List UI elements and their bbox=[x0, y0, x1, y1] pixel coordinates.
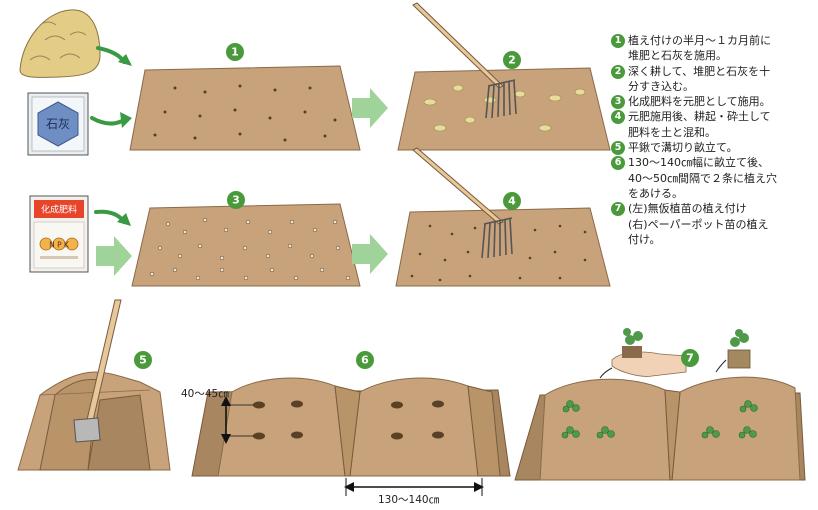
curved-arrow-fertilizer bbox=[94, 209, 131, 226]
field-step-3 bbox=[131, 203, 361, 287]
curved-arrow-compost bbox=[96, 46, 132, 66]
step-text: 平鍬で溝切り畝立て。 bbox=[628, 141, 738, 155]
step-text: 130〜140㎝幅に畝立て後、 40〜50㎝間隔で２条に植え穴 をあける。 bbox=[628, 156, 777, 200]
curved-arrow-lime bbox=[90, 112, 132, 128]
step-number: 1 bbox=[611, 34, 625, 48]
fertilizer-npk-label: N P K bbox=[49, 241, 70, 250]
step-text: 化成肥料を元肥として施用。 bbox=[628, 95, 771, 109]
step-number: 7 bbox=[611, 202, 625, 217]
badge-1: 1 bbox=[226, 43, 244, 61]
arrow-down-right bbox=[715, 359, 727, 373]
arrow-down-left bbox=[599, 367, 613, 379]
step-text: 植え付けの半月〜１カ月前に 堆肥と石灰を施用。 bbox=[628, 34, 771, 63]
paper-pot-seedling-icon bbox=[727, 329, 751, 369]
step-text: 元肥施用後、耕起・砕土して 肥料を土と混和。 bbox=[628, 110, 771, 139]
spacing-label: 40〜45㎝ bbox=[181, 388, 229, 400]
badge-4: 4 bbox=[503, 192, 521, 210]
step-number: 4 bbox=[611, 110, 625, 125]
badge-6: 6 bbox=[356, 351, 374, 369]
field-step-6 bbox=[191, 377, 511, 496]
planting-hand-icon bbox=[611, 328, 687, 377]
step-text: 深く耕して、堆肥と石灰を十 分すき込む。 bbox=[628, 64, 771, 93]
badge-5: 5 bbox=[134, 351, 152, 369]
step-number: 5 bbox=[611, 141, 625, 156]
lime-bag-label: 石灰 bbox=[46, 117, 70, 131]
rake-tool-icon bbox=[412, 2, 517, 119]
field-step-1 bbox=[129, 65, 361, 151]
svg-text:2: 2 bbox=[508, 54, 516, 67]
svg-text:5: 5 bbox=[139, 354, 147, 367]
badge-3: 3 bbox=[227, 191, 245, 209]
field-step-4 bbox=[395, 207, 611, 287]
rake-tool-icon bbox=[412, 147, 513, 259]
step-text: (左)無仮植苗の植え付け (右)ペーパーポット苗の植え 付け。 bbox=[628, 202, 769, 246]
step-number: 3 bbox=[611, 95, 625, 110]
badge-2: 2 bbox=[503, 51, 521, 69]
hoe-tool-icon bbox=[73, 299, 122, 443]
arrow-step3-to-step4 bbox=[352, 234, 388, 274]
svg-text:4: 4 bbox=[508, 195, 516, 208]
lime-bag-icon: 石灰 bbox=[27, 92, 89, 156]
fertilizer-bag-icon: 化成肥料 N P K bbox=[29, 195, 89, 273]
step-number: 2 bbox=[611, 64, 625, 79]
arrow-step1-to-step2 bbox=[352, 88, 388, 128]
step-7: 7(左)無仮植苗の植え付け (右)ペーパーポット苗の植え 付け。 bbox=[611, 201, 815, 247]
seedling-icon bbox=[561, 400, 758, 439]
svg-text:6: 6 bbox=[361, 354, 369, 367]
arrow-fertilizer-to-step3 bbox=[96, 236, 132, 276]
fertilizer-bag-label: 化成肥料 bbox=[41, 204, 77, 216]
step-number: 6 bbox=[611, 156, 625, 171]
svg-text:1: 1 bbox=[231, 46, 239, 59]
bed-width-label: 130〜140㎝ bbox=[378, 494, 440, 506]
svg-text:3: 3 bbox=[232, 194, 240, 207]
field-step-7 bbox=[514, 376, 806, 481]
badge-7: 7 bbox=[681, 349, 699, 367]
svg-text:7: 7 bbox=[686, 352, 694, 365]
compost-pile-icon bbox=[19, 9, 101, 78]
